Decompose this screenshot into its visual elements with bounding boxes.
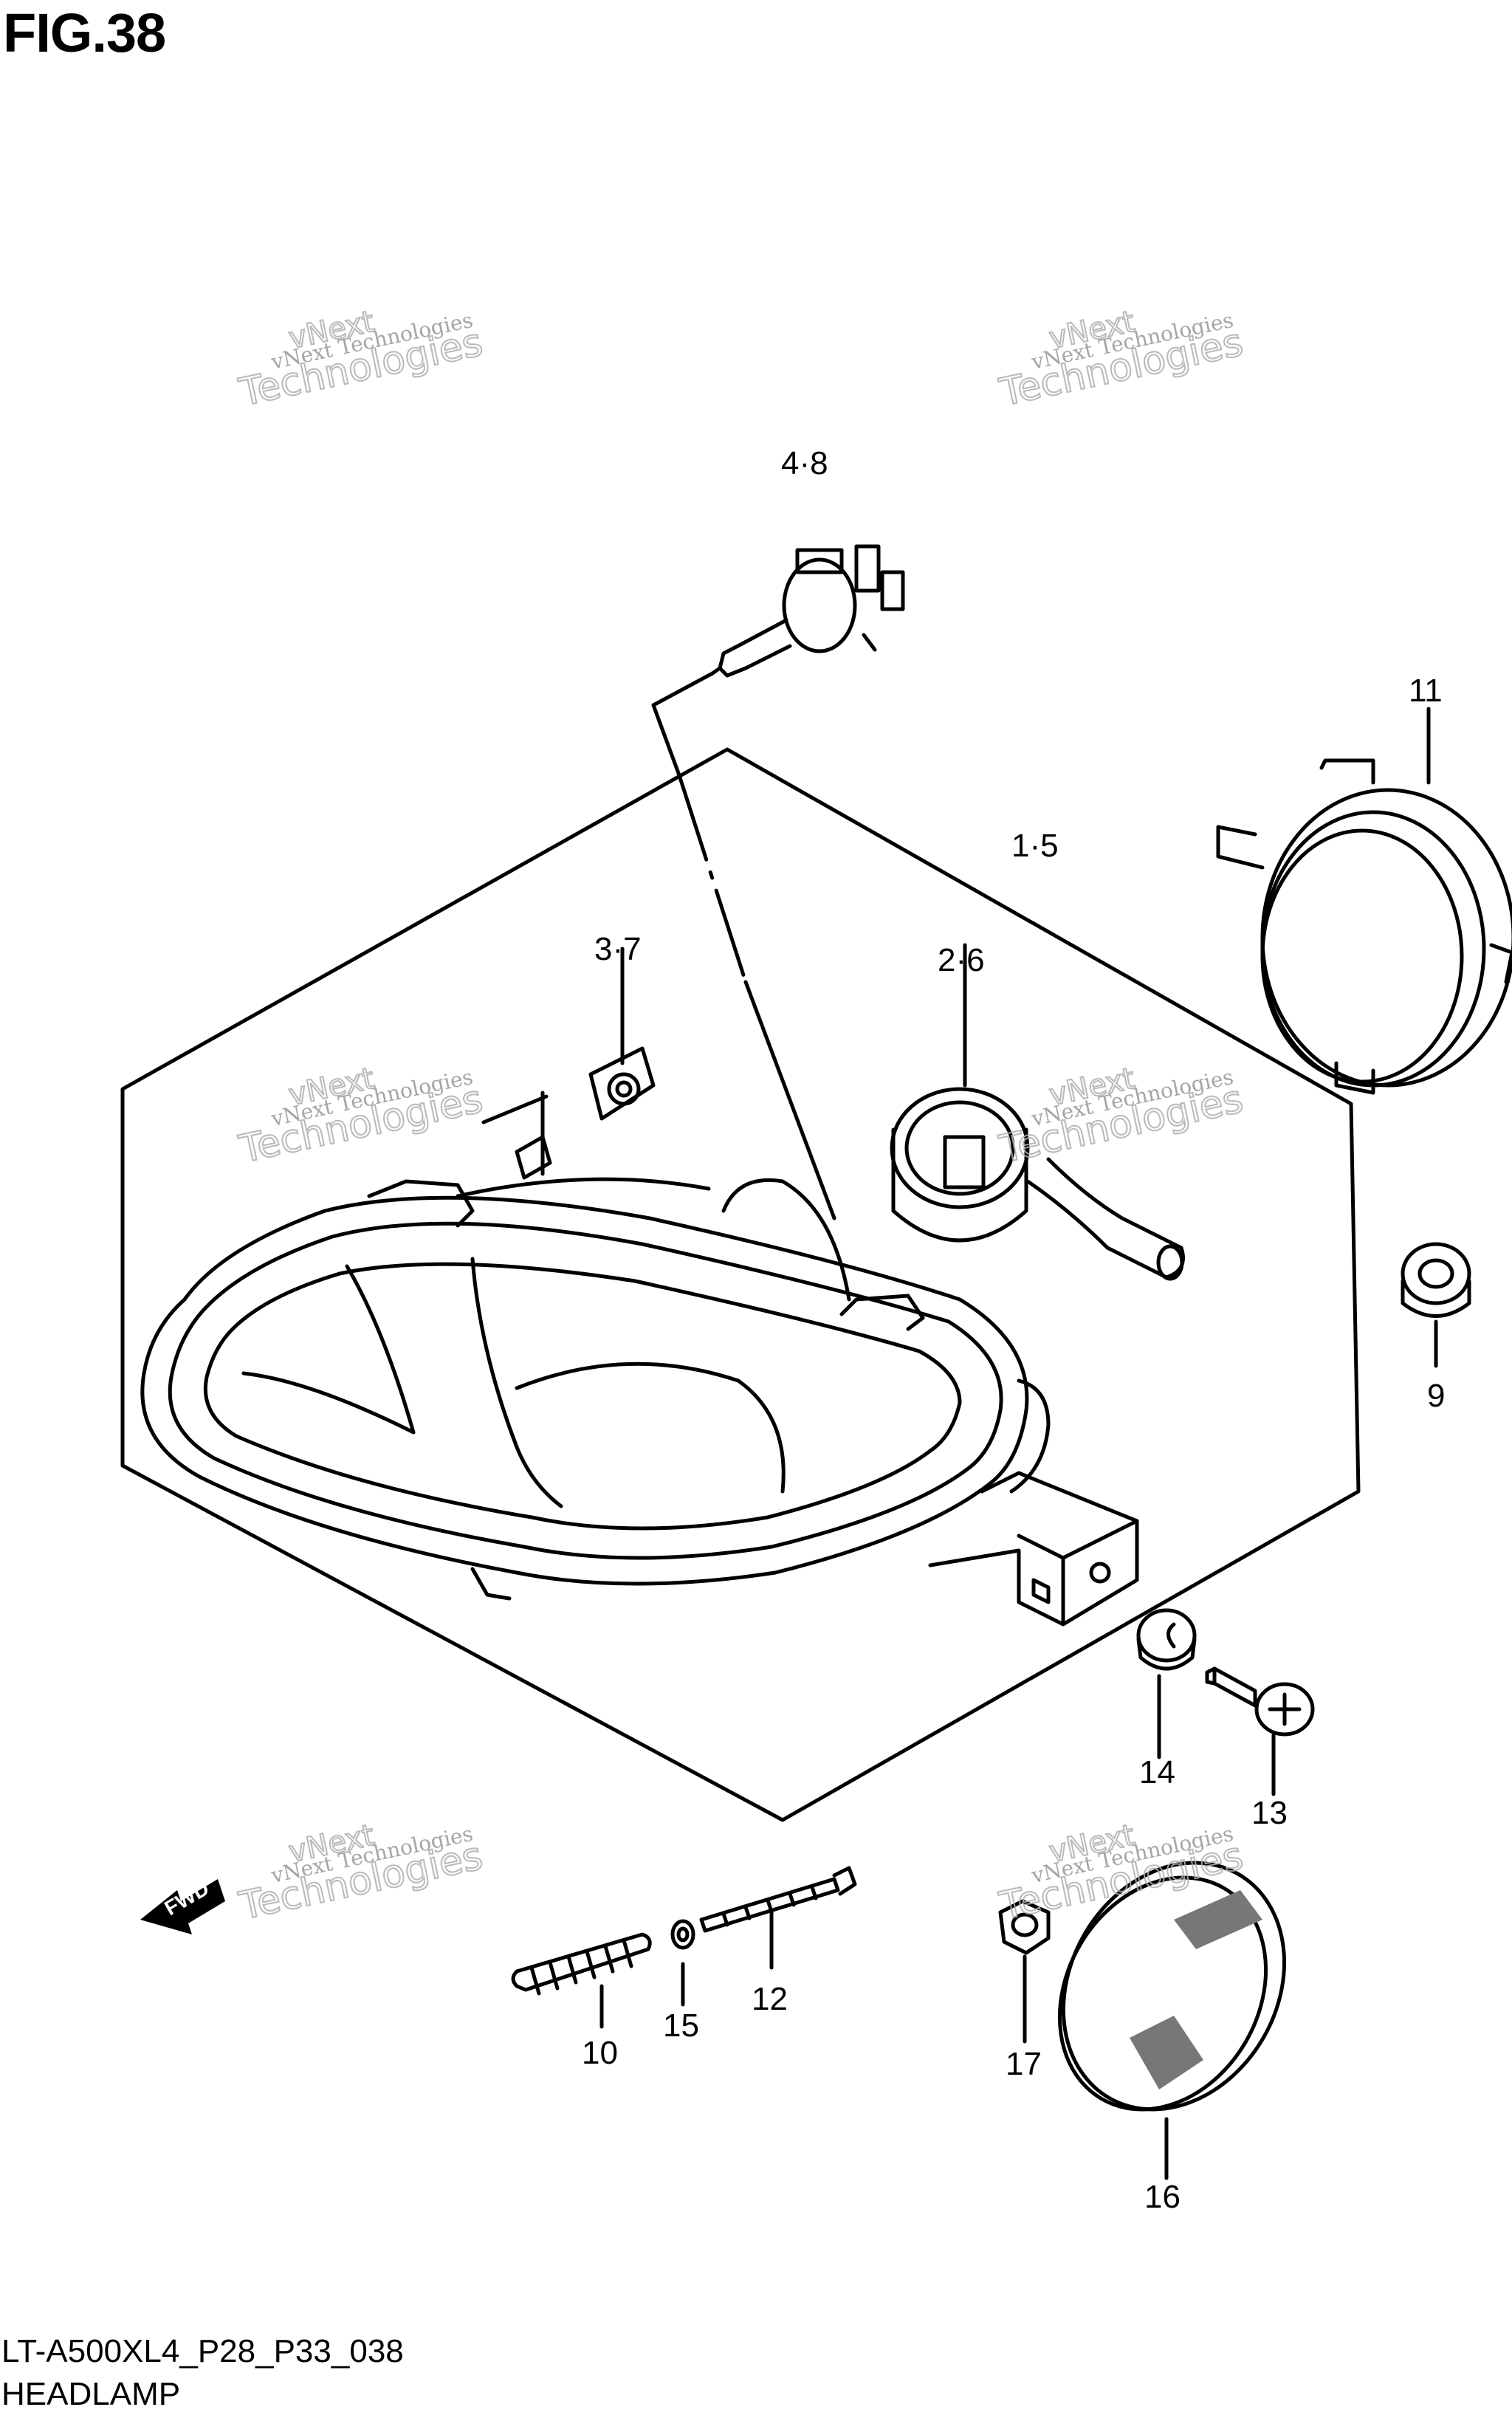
reflector-part — [1057, 1861, 1287, 2112]
forward-direction-arrow: FWD — [140, 1876, 225, 1934]
watermark-group: vNext Technologies vNext Technologies vN… — [235, 304, 1248, 1930]
screw-part — [1205, 1666, 1315, 1737]
callout-4-8: 4·8 — [781, 445, 828, 481]
callout-11: 11 — [1409, 673, 1443, 709]
callout-labels: 4·8 11 1·5 3·7 2·6 9 14 13 12 15 10 17 1… — [582, 445, 1445, 2215]
callout-15: 15 — [663, 2008, 699, 2044]
section-name: HEADLAMP — [1, 2376, 181, 2412]
callout-12: 12 — [752, 1981, 788, 2017]
model-code: LT-A500XL4_P28_P33_038 — [1, 2333, 404, 2369]
callout-3-7: 3·7 — [594, 931, 642, 967]
mounting-bracket — [470, 1471, 1139, 1627]
retaining-ring-part — [1216, 758, 1512, 1095]
callout-10: 10 — [582, 2035, 618, 2071]
grommet-part — [1401, 1242, 1471, 1318]
socket-part — [890, 1087, 1185, 1281]
callout-14: 14 — [1139, 1754, 1175, 1790]
callout-13: 13 — [1251, 1795, 1288, 1831]
callout-17: 17 — [1006, 2046, 1042, 2082]
bulb-part — [710, 544, 905, 678]
nut-part — [1136, 1608, 1197, 1671]
spring-part — [511, 1932, 652, 1996]
assembly-boundary — [120, 747, 1361, 1822]
callout-2-6: 2·6 — [938, 942, 985, 978]
callout-16: 16 — [1144, 2179, 1181, 2215]
callout-1-5: 1·5 — [1011, 828, 1059, 864]
clip-part — [588, 1046, 656, 1121]
washer-part — [670, 1919, 695, 1950]
figure-title: FIG.38 — [3, 2, 166, 63]
bolt-part — [699, 1866, 857, 1933]
callout-9: 9 — [1427, 1378, 1445, 1414]
clip-nut-part — [998, 1899, 1051, 1955]
headlamp-housing — [140, 1091, 1051, 1586]
